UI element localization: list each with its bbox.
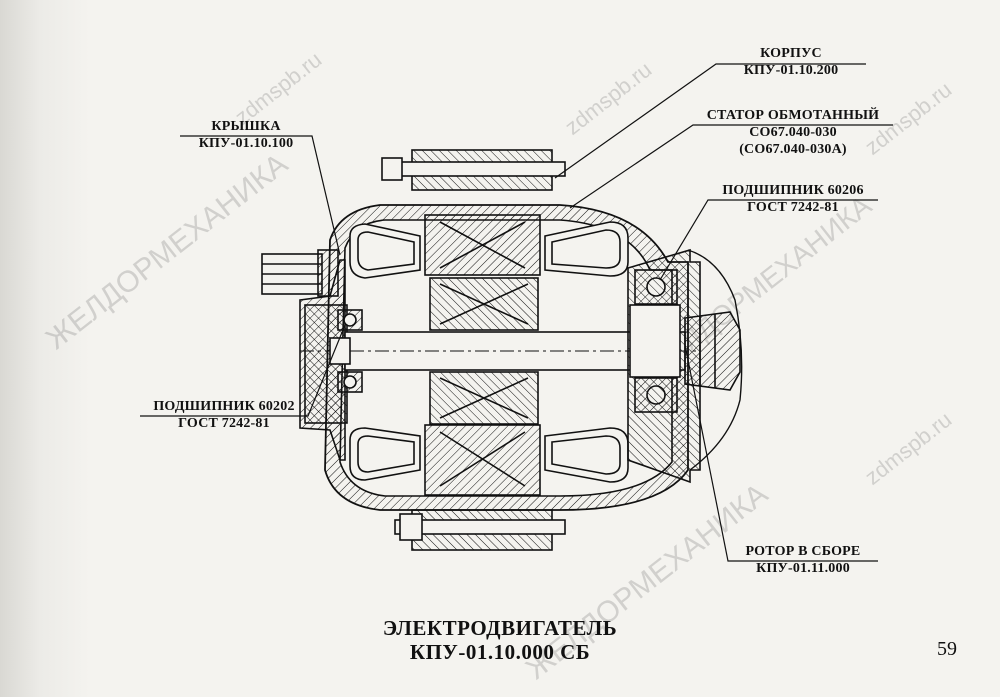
callout-rotor-code: КПУ-01.11.000 — [756, 561, 850, 576]
leader-pod202 — [140, 324, 346, 417]
leader-rotor — [684, 344, 878, 562]
callout-rotor-name: РОТОР В СБОРЕ — [745, 544, 861, 559]
winding-bottom-right — [544, 427, 629, 483]
callout-bearing-60202: ПОДШИПНИК 60202 ГОСТ 7242-81 — [140, 398, 308, 432]
page-number: 59 — [937, 638, 957, 660]
bottom-bolt-head — [399, 513, 423, 541]
leader-korpus — [554, 63, 866, 179]
winding-top-right — [544, 221, 629, 277]
pinion-gear — [684, 311, 741, 391]
callout-bearing-60206: ПОДШИПНИК 60206 ГОСТ 7242-81 — [708, 182, 878, 216]
top-bolt-head — [381, 157, 403, 181]
winding-top-left — [349, 223, 421, 279]
shaft-left-end — [329, 337, 351, 365]
callout-korpus-name: КОРПУС — [760, 46, 822, 61]
leader-kryshka — [180, 135, 341, 256]
callout-stator-alt: (СО67.040-030А) — [739, 142, 847, 157]
winding-bottom-left — [349, 427, 421, 481]
drawing-title: ЭЛЕКТРОДВИГАТЕЛЬ КПУ-01.10.000 СБ — [330, 616, 670, 664]
callout-stator-name: СТАТОР ОБМОТАННЫЙ — [706, 108, 880, 123]
drawing-title-line1: ЭЛЕКТРОДВИГАТЕЛЬ — [382, 616, 618, 640]
drawing-title-line2: КПУ-01.10.000 СБ — [409, 640, 591, 664]
top-bolt — [384, 161, 566, 177]
callout-rotor: РОТОР В СБОРЕ КПУ-01.11.000 — [728, 543, 878, 577]
callout-stator: СТАТОР ОБМОТАННЫЙ СО67.040-030 (СО67.040… — [693, 107, 893, 158]
bottom-bolt — [394, 519, 566, 535]
callout-bearing-60206-code: ГОСТ 7242-81 — [747, 200, 839, 215]
mating-flange — [687, 249, 743, 471]
callout-korpus-code: КПУ-01.10.200 — [743, 63, 839, 78]
leader-pod206 — [659, 199, 878, 281]
callout-bearing-60202-code: ГОСТ 7242-81 — [178, 416, 270, 431]
callout-bearing-60206-name: ПОДШИПНИК 60206 — [722, 183, 864, 198]
callout-kryshka-name: КРЫШКА — [211, 119, 281, 134]
callout-kryshka: КРЫШКА КПУ-01.10.100 — [180, 118, 312, 152]
leader-stator — [569, 124, 893, 209]
callout-stator-code: СО67.040-030 — [749, 125, 837, 140]
callout-bearing-60202-name: ПОДШИПНИК 60202 — [153, 399, 295, 414]
cable-gland — [317, 249, 339, 297]
callout-kryshka-code: КПУ-01.10.100 — [198, 136, 294, 151]
callout-korpus: КОРПУС КПУ-01.10.200 — [716, 45, 866, 79]
